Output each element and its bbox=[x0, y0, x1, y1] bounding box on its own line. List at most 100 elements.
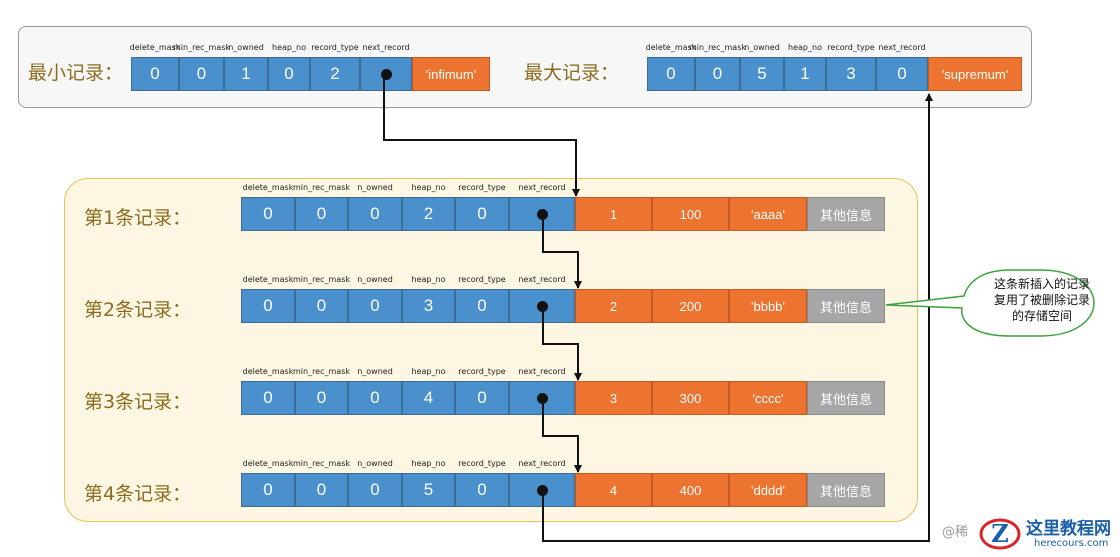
infimum-data-cell: 'infimum' bbox=[412, 57, 490, 91]
record-data-cell: 3 bbox=[575, 381, 652, 415]
record-field-header: n_owned bbox=[357, 459, 393, 468]
record-field-header: min_rec_mask bbox=[292, 275, 350, 284]
record-field-header: heap_no bbox=[411, 275, 446, 284]
supremum-field-header: min_rec_mask bbox=[688, 43, 746, 52]
supremum-field-cell: 0 bbox=[695, 57, 740, 91]
record-field-header: n_owned bbox=[357, 367, 393, 376]
supremum-field-header: heap_no bbox=[788, 43, 822, 52]
record-field-header: min_rec_mask bbox=[292, 367, 350, 376]
watermark-brand: 这里教程网 bbox=[1026, 519, 1111, 539]
record-field-cell: 4 bbox=[402, 381, 455, 415]
record-field-header: next_record bbox=[518, 367, 566, 376]
arrow-record-2-to-record-3 bbox=[542, 306, 582, 381]
watermark-url: herecours.com bbox=[1034, 538, 1109, 549]
callout-line: 复用了被删除记录 bbox=[993, 293, 1090, 307]
record-data-cell: 'aaaa' bbox=[729, 197, 807, 231]
record-data-cell: 'bbbb' bbox=[729, 289, 807, 323]
record-field-cell: 0 bbox=[348, 289, 402, 323]
user-records-panel bbox=[64, 178, 918, 522]
supremum-field-header: record_type bbox=[827, 43, 875, 52]
infimum-field-header: delete_mask bbox=[129, 43, 181, 52]
watermark-logo: Z bbox=[978, 516, 1022, 552]
arrow-record-3-to-record-4 bbox=[542, 398, 582, 473]
infimum-field-header: next_record bbox=[362, 43, 410, 52]
supremum-data-cell: 'supremum' bbox=[928, 57, 1022, 91]
infimum-field-cell: 0 bbox=[131, 57, 179, 91]
record-field-header: record_type bbox=[458, 183, 506, 192]
record-field-header: record_type bbox=[458, 275, 506, 284]
supremum-field-header: delete_mask bbox=[645, 43, 697, 52]
record-field-cell: 0 bbox=[348, 473, 402, 507]
supremum-label: 最大记录： bbox=[524, 62, 620, 84]
record-field-cell: 0 bbox=[455, 197, 509, 231]
record-field-header: min_rec_mask bbox=[292, 459, 350, 468]
record-field-header: next_record bbox=[518, 183, 566, 192]
infimum-field-header: heap_no bbox=[272, 43, 306, 52]
record-field-cell: 5 bbox=[402, 473, 455, 507]
record-field-header: next_record bbox=[518, 275, 566, 284]
arrow-infimum-to-record-1 bbox=[383, 75, 580, 197]
record-field-header: delete_mask bbox=[242, 275, 294, 284]
record-field-cell: 0 bbox=[241, 381, 295, 415]
record-field-cell: 0 bbox=[241, 197, 295, 231]
record-field-header: heap_no bbox=[411, 183, 446, 192]
record-data-cell: 200 bbox=[652, 289, 729, 323]
record-field-cell: 0 bbox=[295, 381, 348, 415]
record-field-cell: 0 bbox=[241, 473, 295, 507]
record-field-header: record_type bbox=[458, 459, 506, 468]
record-other-info: 其他信息 bbox=[807, 381, 885, 415]
arrow-record-4-to-supremum bbox=[542, 93, 933, 542]
record-data-cell: 4 bbox=[575, 473, 652, 507]
record-field-header: n_owned bbox=[357, 275, 393, 284]
watermark-prefix: @稀 bbox=[942, 525, 969, 540]
callout-line: 的存储空间 bbox=[1011, 309, 1072, 323]
infimum-field-cell bbox=[360, 57, 412, 91]
supremum-field-cell: 5 bbox=[740, 57, 784, 91]
record-field-header: delete_mask bbox=[242, 183, 294, 192]
record-field-cell: 0 bbox=[348, 381, 402, 415]
record-data-cell: 2 bbox=[575, 289, 652, 323]
watermark-logo-letter: Z bbox=[991, 519, 1009, 548]
callout-text: 这条新插入的记录 复用了被删除记录 的存储空间 bbox=[980, 276, 1104, 324]
infimum-field-cell: 0 bbox=[179, 57, 224, 91]
infimum-field-cell: 0 bbox=[268, 57, 310, 91]
record-other-info: 其他信息 bbox=[807, 197, 885, 231]
callout-bubble bbox=[885, 269, 1095, 337]
arrow-record-1-to-record-2 bbox=[542, 214, 582, 289]
infimum-field-header: record_type bbox=[311, 43, 359, 52]
record-field-header: heap_no bbox=[411, 459, 446, 468]
record-2-label: 第2条记录： bbox=[84, 299, 192, 321]
record-field-cell: 2 bbox=[402, 197, 455, 231]
callout-line: 这条新插入的记录 bbox=[993, 277, 1090, 291]
record-field-header: min_rec_mask bbox=[292, 183, 350, 192]
record-field-cell: 0 bbox=[295, 473, 348, 507]
record-data-cell: 100 bbox=[652, 197, 729, 231]
record-data-cell: 'cccc' bbox=[729, 381, 807, 415]
record-field-header: heap_no bbox=[411, 367, 446, 376]
supremum-field-cell: 0 bbox=[647, 57, 695, 91]
record-field-cell: 0 bbox=[295, 197, 348, 231]
supremum-field-cell: 0 bbox=[876, 57, 928, 91]
infimum-field-cell: 1 bbox=[224, 57, 268, 91]
record-data-cell: 'dddd' bbox=[729, 473, 807, 507]
infimum-label: 最小记录： bbox=[28, 62, 124, 84]
record-field-cell: 3 bbox=[402, 289, 455, 323]
record-field-header: delete_mask bbox=[242, 367, 294, 376]
record-field-header: delete_mask bbox=[242, 459, 294, 468]
record-field-cell: 0 bbox=[348, 197, 402, 231]
record-field-header: n_owned bbox=[357, 183, 393, 192]
next-record-pointer bbox=[380, 68, 392, 80]
record-1-label: 第1条记录： bbox=[84, 207, 192, 229]
supremum-field-cell: 3 bbox=[826, 57, 876, 91]
record-field-header: record_type bbox=[458, 367, 506, 376]
record-data-cell: 300 bbox=[652, 381, 729, 415]
record-field-cell: 0 bbox=[455, 381, 509, 415]
record-data-cell: 1 bbox=[575, 197, 652, 231]
record-field-cell: 0 bbox=[241, 289, 295, 323]
record-other-info: 其他信息 bbox=[807, 473, 885, 507]
record-3-label: 第3条记录： bbox=[84, 391, 192, 413]
record-other-info: 其他信息 bbox=[807, 289, 885, 323]
infimum-field-cell: 2 bbox=[310, 57, 360, 91]
supremum-field-header: n_owned bbox=[744, 43, 780, 52]
